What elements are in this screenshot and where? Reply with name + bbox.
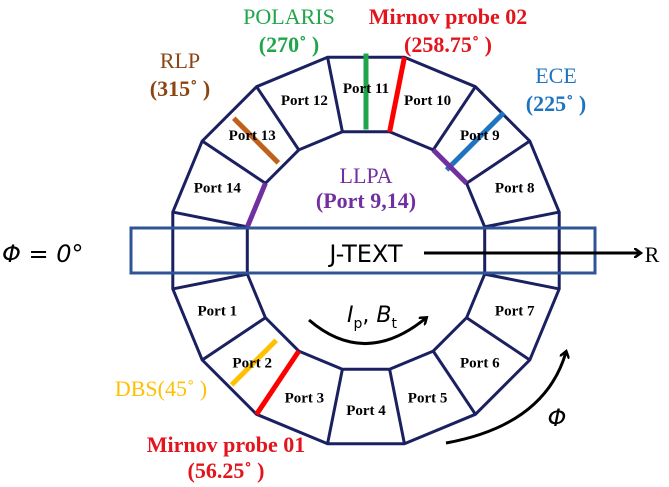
llpa-ports: (Port 9,14) — [316, 188, 416, 213]
port-divider — [431, 350, 477, 416]
r-axis-label: R — [645, 242, 660, 267]
port-label: Port 1 — [198, 304, 238, 320]
port-label: Port 7 — [495, 304, 535, 320]
port-label: Port 13 — [229, 128, 276, 144]
port-label: Port 12 — [281, 93, 328, 109]
mirnov01-name: Mirnov probe 01 — [147, 432, 305, 457]
port-label: Port 9 — [460, 128, 500, 144]
port-divider — [201, 316, 267, 362]
port-label: Port 14 — [194, 180, 242, 196]
port-divider — [172, 210, 248, 229]
ece-angle: (225˚ ) — [526, 91, 586, 116]
llpa-marker — [431, 148, 469, 186]
phi-direction-label: Φ — [548, 404, 567, 432]
ece-name: ECE — [535, 63, 577, 88]
rlp-marker — [232, 116, 281, 165]
current-field-arrow — [308, 318, 426, 345]
port-divider — [465, 316, 531, 362]
port-divider — [388, 368, 406, 445]
port-label: Port 10 — [404, 93, 451, 109]
rlp-name: RLP — [160, 48, 200, 73]
port-divider — [484, 210, 560, 229]
mirnov01-angle: (56.25˚ ) — [188, 458, 265, 483]
port-label: Port 11 — [343, 81, 389, 97]
phi-direction-arrow — [445, 352, 566, 445]
port-label: Port 4 — [346, 403, 386, 419]
ece-marker — [444, 110, 506, 172]
port-divider — [201, 139, 267, 185]
llpa-name: LLPA — [340, 163, 393, 188]
port-label: Port 5 — [408, 391, 448, 407]
port-divider — [484, 272, 560, 291]
mirnov02-angle: (258.75˚ ) — [404, 32, 492, 57]
port-divider — [465, 139, 531, 185]
mirnov01-marker — [254, 349, 301, 416]
dbs-label: DBS(45˚ ) — [115, 376, 207, 401]
polaris-name: POLARIS — [243, 4, 335, 29]
device-box — [129, 226, 597, 275]
rlp-angle: (315˚ ) — [150, 76, 210, 101]
mirnov02-name: Mirnov probe 02 — [369, 4, 527, 29]
port-divider — [172, 272, 248, 291]
port-label: Port 3 — [285, 391, 325, 407]
llpa-marker — [245, 182, 268, 228]
polaris-angle: (270˚ ) — [259, 32, 319, 57]
port-divider — [326, 56, 344, 133]
device-label: J-TEXT — [327, 240, 403, 268]
port-divider — [431, 85, 477, 151]
port-label: Port 8 — [495, 180, 535, 196]
phi-origin-label: Φ = 0° — [2, 240, 84, 268]
mirnov02-marker — [387, 56, 407, 133]
port-label: Port 6 — [460, 356, 500, 372]
diagnostic-markers — [229, 53, 506, 416]
port-labels: Port 1 Port 2 Port 3 Port 4 Port 5 Port 6 Port… — [194, 81, 535, 419]
dbs-marker — [229, 338, 278, 387]
port-divider — [255, 85, 301, 151]
current-field-label: Ip, Bt — [347, 303, 397, 332]
port-divider — [326, 368, 344, 445]
port-label: Port 2 — [232, 356, 272, 372]
